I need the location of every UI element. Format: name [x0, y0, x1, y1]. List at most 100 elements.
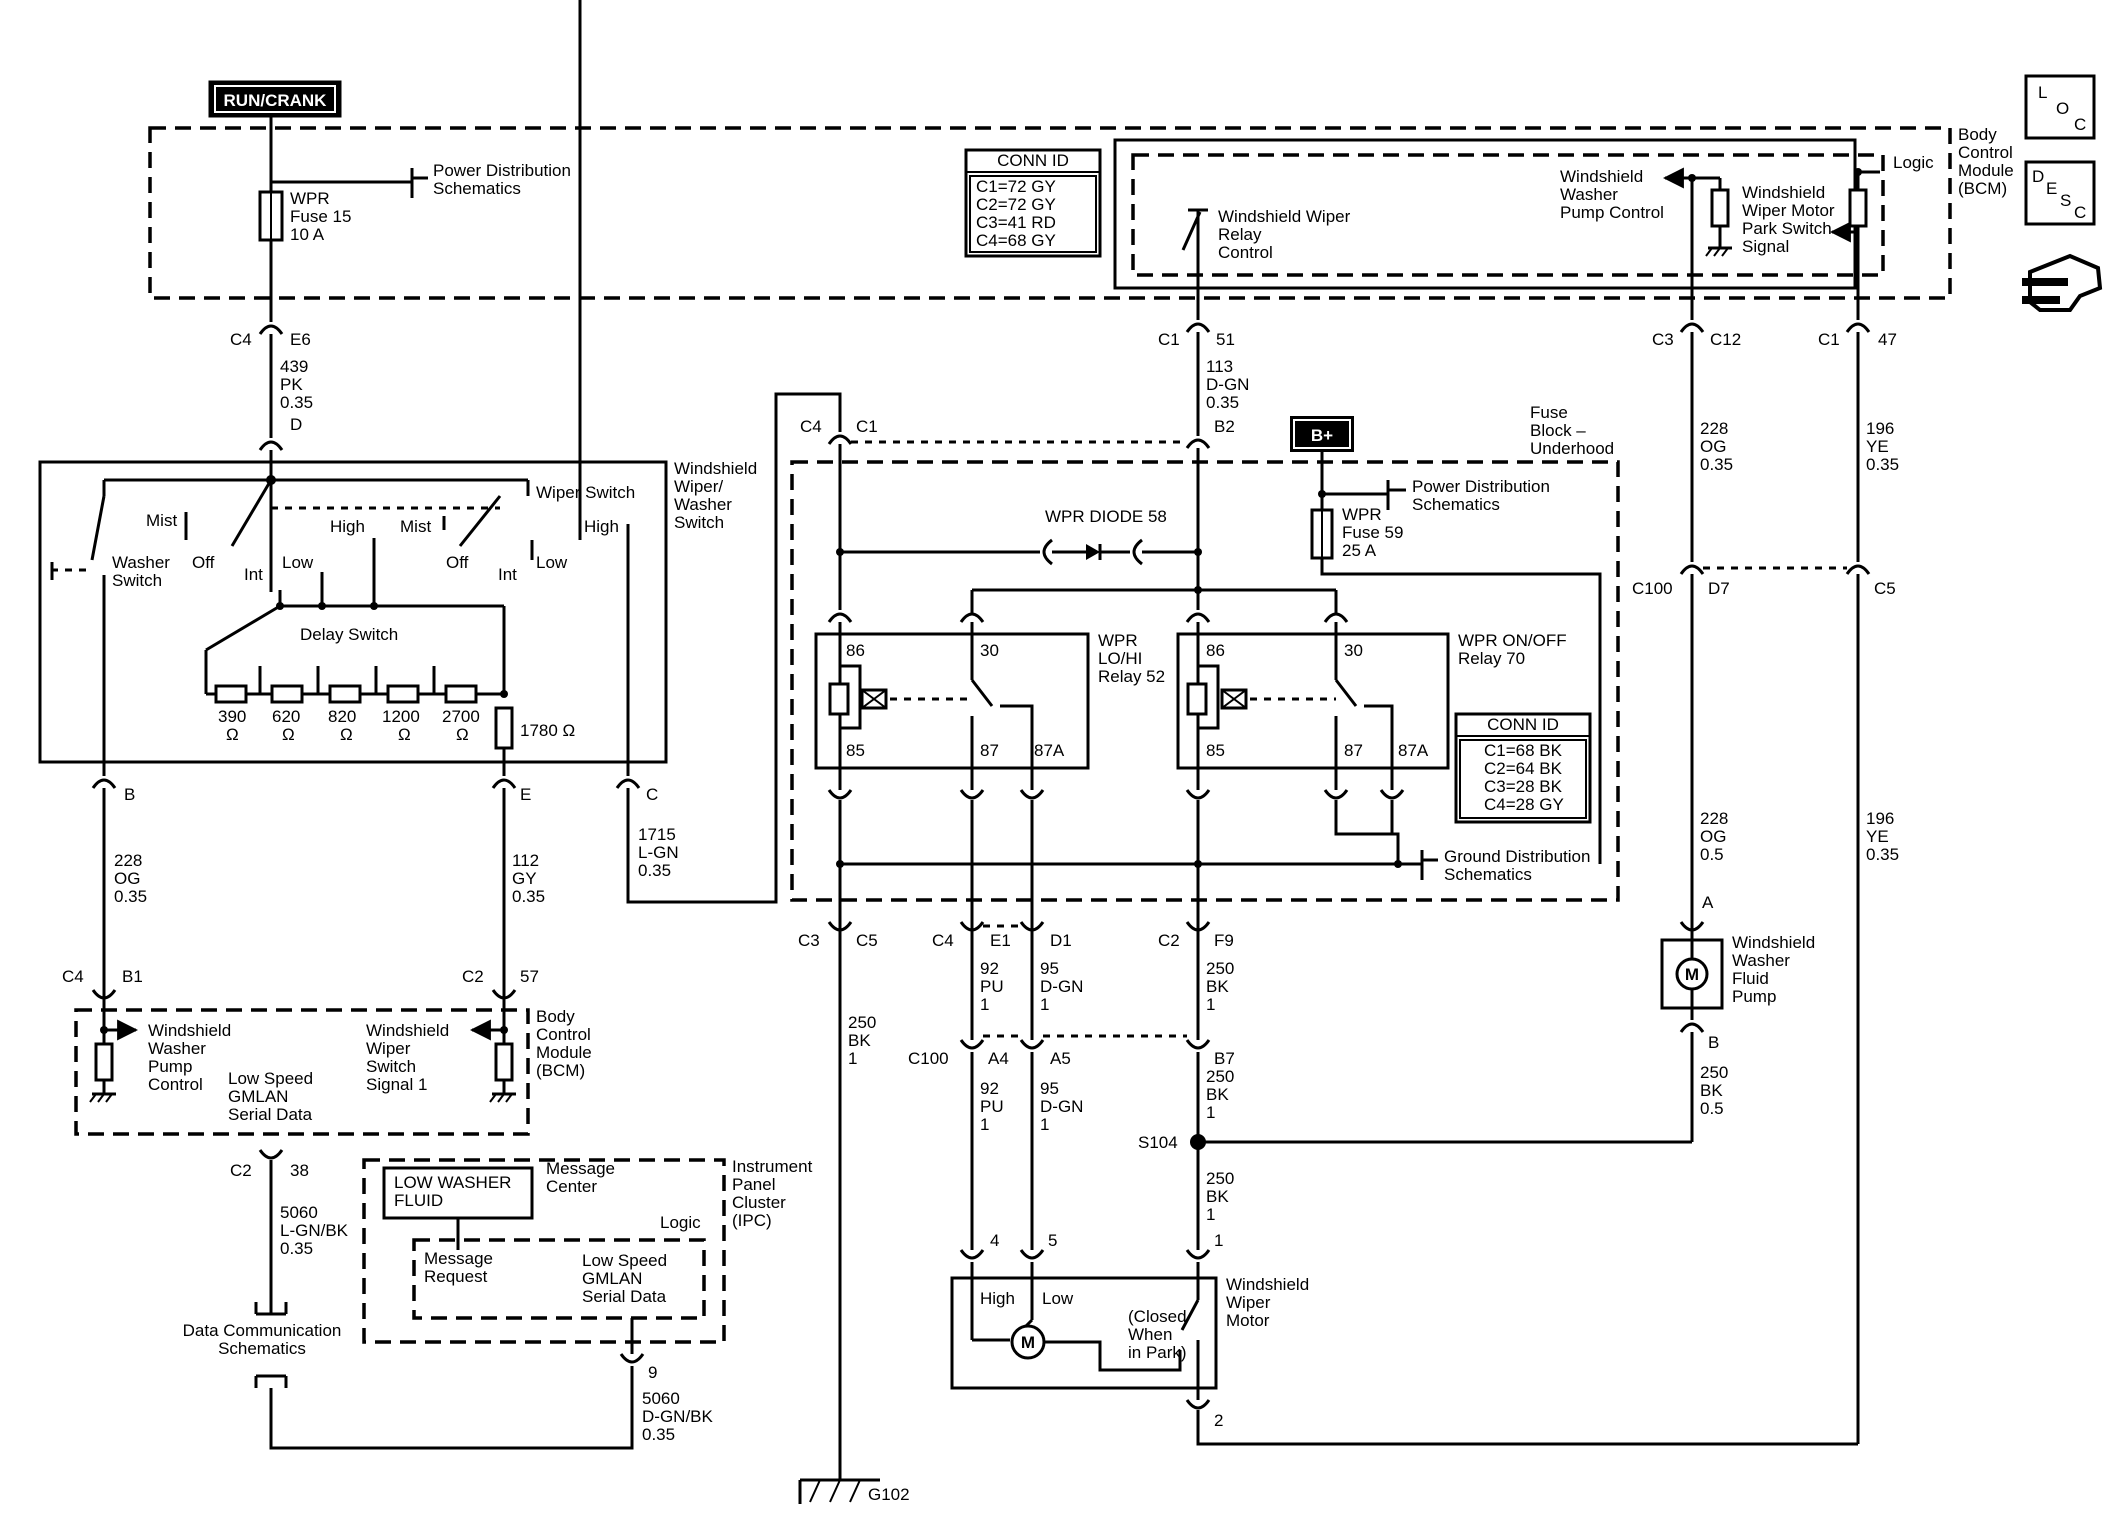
sw-high2: High	[584, 517, 619, 536]
w5060a-c: 0.35	[280, 1239, 313, 1258]
fuse15-l3: 10 A	[290, 225, 325, 244]
w250f9-a: 250	[1206, 959, 1234, 978]
w250f9-c: 1	[1206, 995, 1215, 1014]
relay-ctrl-l3: Control	[1218, 243, 1273, 262]
conn-id-fb	[1454, 712, 1592, 824]
park-sw-l4: Signal	[1742, 237, 1789, 256]
fuse59-l2: Fuse 59	[1342, 523, 1403, 542]
conn-c2-f9-a: C2	[1158, 931, 1180, 950]
w250c5-a: 250	[848, 1013, 876, 1032]
loc-o: O	[2056, 99, 2069, 118]
gmlan1-l1: Low Speed	[228, 1069, 313, 1088]
gmlan1-l3: Serial Data	[228, 1105, 313, 1124]
conn-ipc-9: 9	[648, 1363, 657, 1382]
wws-l3: Washer	[674, 495, 732, 514]
w1715-a: 1715	[638, 825, 676, 844]
w92a-a: 92	[980, 959, 999, 978]
pump-l1: Windshield	[1732, 933, 1815, 952]
fb-l2: Block –	[1530, 421, 1586, 440]
wws-l4: Switch	[674, 513, 724, 532]
sw-off1: Off	[192, 553, 215, 572]
pd-sch-2b: Schematics	[1412, 495, 1500, 514]
r70-87a: 87A	[1398, 741, 1429, 760]
w95b-c: 1	[1040, 1115, 1049, 1134]
conn-c100-a4-b: A4	[988, 1049, 1009, 1068]
desc-icon[interactable]	[2024, 160, 2096, 226]
navigation-hand-icon[interactable]	[2022, 253, 2103, 312]
park-l2: When	[1128, 1325, 1172, 1344]
lwf-l2: FLUID	[394, 1191, 443, 1210]
bcm-pump-l4: Control	[148, 1075, 203, 1094]
wws-l1: Windshield	[674, 459, 757, 478]
w5060a-b: L-GN/BK	[280, 1221, 349, 1240]
w196r-c: 0.35	[1866, 845, 1899, 864]
w250b7-c: 1	[1206, 1103, 1215, 1122]
res-2700: 2700	[442, 707, 480, 726]
logic-top: Logic	[1893, 153, 1934, 172]
w250s104-b: BK	[1206, 1187, 1229, 1206]
relay-ctrl-l1: Windshield Wiper	[1218, 207, 1351, 226]
pump-ctrl-l2: Washer	[1560, 185, 1618, 204]
ipc-l2: Panel	[732, 1175, 775, 1194]
conn-c3-c5-a: C3	[798, 931, 820, 950]
gmlan1-l2: GMLAN	[228, 1087, 288, 1106]
w5060b-a: 5060	[642, 1389, 680, 1408]
motor-high: High	[980, 1289, 1015, 1308]
w5060b-b: D-GN/BK	[642, 1407, 714, 1426]
wm-l2: Wiper	[1226, 1293, 1271, 1312]
wws-l2: Wiper/	[674, 477, 723, 496]
w95a-b: D-GN	[1040, 977, 1083, 996]
w112-c: 0.35	[512, 887, 545, 906]
wm-l3: Motor	[1226, 1311, 1270, 1330]
conn-c1-47-b: 47	[1878, 330, 1897, 349]
conn-m5: 5	[1048, 1231, 1057, 1250]
r70-85: 85	[1206, 741, 1225, 760]
w92b-b: PU	[980, 1097, 1004, 1116]
r70-30: 30	[1344, 641, 1363, 660]
r70-l1: WPR ON/OFF	[1458, 631, 1567, 650]
fb-l1: Fuse	[1530, 403, 1568, 422]
conn-id-fb-r1: C1=68 BK	[1484, 741, 1563, 760]
sw-mist1: Mist	[146, 511, 177, 530]
park-sw-l3: Park Switch	[1742, 219, 1832, 238]
conn-c5-top: C5	[1874, 579, 1896, 598]
conn-b: B	[124, 785, 135, 804]
w5060a-a: 5060	[280, 1203, 318, 1222]
w228l-b: OG	[114, 869, 140, 888]
conn-id-top-r3: C3=41 RD	[976, 213, 1056, 232]
w228r-c: 0.5	[1700, 845, 1724, 864]
park-sw-l1: Windshield	[1742, 183, 1825, 202]
conn-b2: B2	[1214, 417, 1235, 436]
desc-s: S	[2060, 191, 2071, 210]
bcm-top-l4: (BCM)	[1958, 179, 2007, 198]
conn-c4-b1-b: B1	[122, 967, 143, 986]
pump-ctrl-l1: Windshield	[1560, 167, 1643, 186]
conn-c: C	[646, 785, 658, 804]
conn-c3-c5-b: C5	[856, 931, 878, 950]
conn-c2-57-b: 57	[520, 967, 539, 986]
w92a-c: 1	[980, 995, 989, 1014]
bcm-b-l2: Control	[536, 1025, 591, 1044]
conn-c4-e6-b: E6	[290, 330, 311, 349]
motor-low: Low	[1042, 1289, 1074, 1308]
pump-l3: Fluid	[1732, 969, 1769, 988]
ohm-2: Ω	[282, 725, 295, 744]
mc-l1: Message	[546, 1159, 615, 1178]
fuse15-l2: Fuse 15	[290, 207, 351, 226]
w439-b: PK	[280, 375, 303, 394]
r52-86: 86	[846, 641, 865, 660]
pump-l2: Washer	[1732, 951, 1790, 970]
conn-a5: A5	[1050, 1049, 1071, 1068]
sw-off2: Off	[446, 553, 469, 572]
w250b7-b: BK	[1206, 1085, 1229, 1104]
conn-c4-c1-b: C1	[856, 417, 878, 436]
pump-m: M	[1685, 965, 1699, 984]
park-sw-resistor	[1848, 188, 1868, 228]
data-comm-l1: Data Communication	[183, 1321, 342, 1340]
w250pump-b: BK	[1700, 1081, 1723, 1100]
conn-m2: 2	[1214, 1411, 1223, 1430]
w196r-b: YE	[1866, 827, 1889, 846]
loc-icon[interactable]	[2024, 74, 2096, 140]
pump-ctrl-resistor	[1710, 188, 1730, 228]
conn-id-fb-title: CONN ID	[1487, 715, 1559, 734]
